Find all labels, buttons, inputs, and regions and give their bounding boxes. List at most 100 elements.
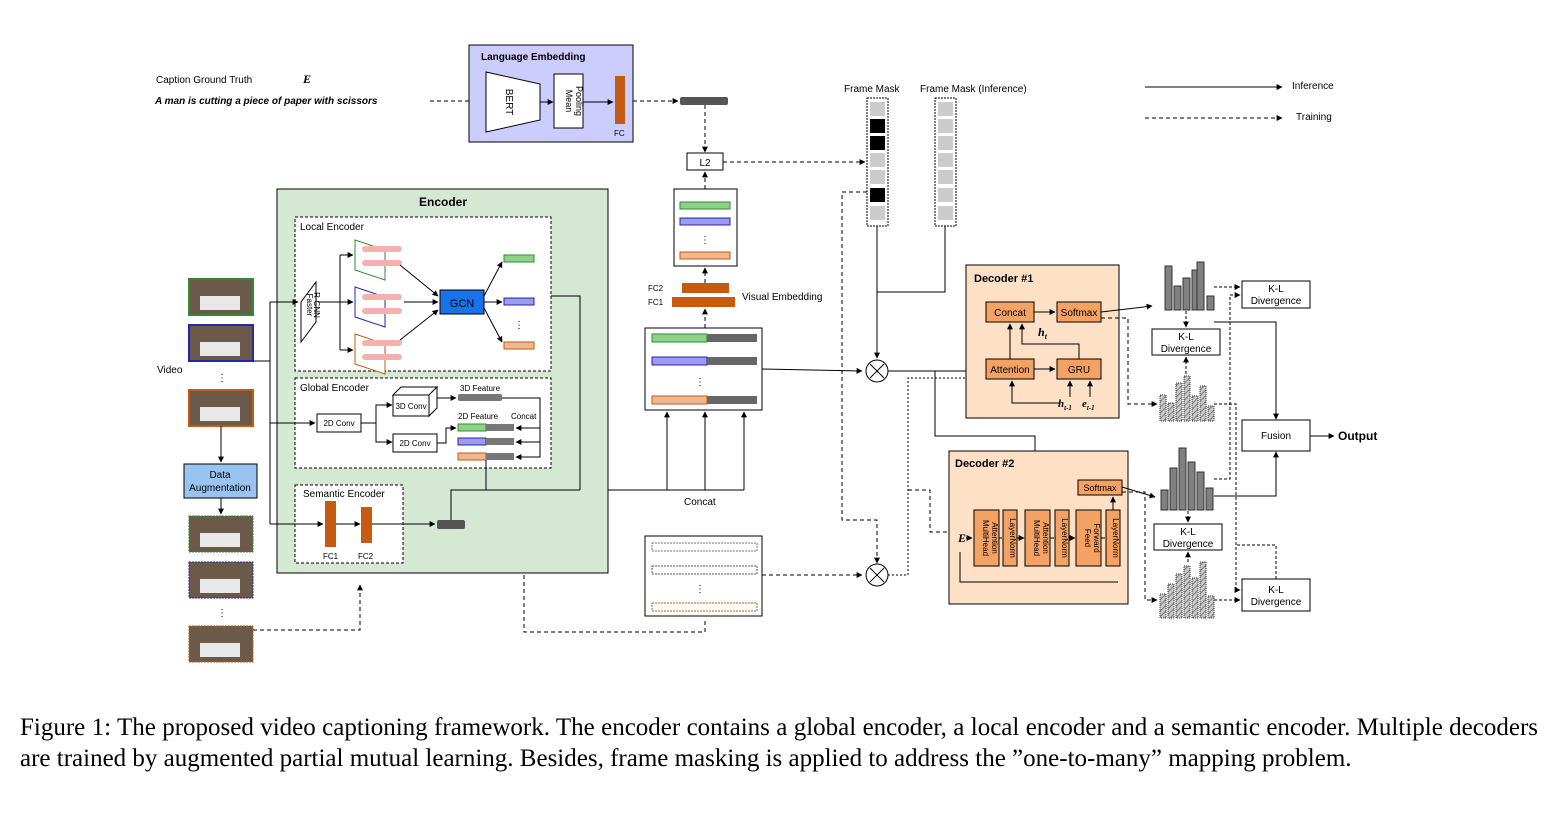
language-fc-label: FC: [614, 129, 625, 138]
fc2-bar: [682, 283, 729, 293]
conv2d-label-a: 2D Conv: [323, 419, 354, 428]
svg-text:K-L: K-L: [1178, 332, 1194, 343]
feature2d-label: 2D Feature: [458, 412, 499, 421]
decoder2-blocks: MultiHead Attention LayerNorm MultiHead …: [973, 509, 1121, 567]
svg-text:⋮: ⋮: [514, 320, 524, 331]
kl-divergence-box-3: [1153, 523, 1223, 551]
svg-text:Attention: Attention: [1041, 522, 1050, 554]
concat-label: Concat: [684, 497, 716, 508]
semantic-fc2-bar: [361, 507, 372, 543]
faster-rcnn-label-2: R-CNN: [312, 292, 321, 318]
feature3d-label: 3D Feature: [460, 384, 501, 393]
svg-text:Divergence: Divergence: [1251, 597, 1302, 608]
feature3d-bar: [458, 394, 502, 401]
local-feature-green: [503, 254, 535, 263]
language-fc-bar: [615, 76, 625, 124]
svg-text:LayerNorm: LayerNorm: [1060, 518, 1069, 558]
language-embedding-title: Language Embedding: [481, 52, 585, 63]
svg-text:Divergence: Divergence: [1161, 344, 1212, 355]
decoder1-softmax-label: Softmax: [1061, 308, 1098, 319]
kl-divergence-box-1: [1241, 280, 1311, 309]
bert-label: BERT: [503, 89, 514, 116]
data-augmentation-label-2: Augmentation: [189, 483, 251, 494]
mean-pooling-label-2: Pooling: [574, 86, 584, 116]
local-feature-blue: [503, 297, 535, 306]
multiply-node-training: [865, 563, 889, 587]
svg-text:LayerNorm: LayerNorm: [1008, 518, 1017, 558]
svg-text:K-L: K-L: [1268, 585, 1284, 596]
frame-mask-train: [866, 97, 889, 227]
decoder1-h-prev: ht-1: [1058, 398, 1072, 412]
distribution-decoder1-training: [1159, 375, 1215, 422]
decoder2-ff-box: [1075, 509, 1102, 567]
fusion-box: [1241, 419, 1311, 452]
video-frames: ⋮: [188, 278, 254, 427]
language-embedding-block: Language Embedding BERT Mean Pooling FC: [468, 44, 679, 143]
distribution-decoder1-inference: [1164, 261, 1215, 311]
decoder2-softmax-label: Softmax: [1083, 483, 1117, 493]
framework-diagram: Inference Training Caption Ground Truth …: [154, 44, 1377, 663]
global-encoder-title: Global Encoder: [300, 383, 370, 394]
frame-mask-inference: [934, 97, 957, 227]
distribution-decoder2-training: [1159, 561, 1215, 619]
semantic-encoder-title: Semantic Encoder: [303, 489, 385, 500]
legend: Inference Training: [1145, 81, 1334, 123]
fusion-label: Fusion: [1261, 431, 1291, 442]
gcn-label: GCN: [450, 298, 475, 310]
decoder1-box: [965, 264, 1120, 419]
mean-pooling-box: [553, 73, 584, 129]
conv3d-cube: [391, 385, 439, 418]
caption-text: A man is cutting a piece of paper with s…: [154, 96, 378, 107]
frame-mask-label: Frame Mask: [844, 84, 901, 95]
svg-text:Attention: Attention: [990, 522, 999, 554]
language-embedding-vector: [680, 97, 728, 105]
svg-text:⋮: ⋮: [695, 377, 705, 388]
multiply-node-inference: [865, 359, 889, 383]
graph-node-blue: [354, 286, 402, 328]
decoder1-e-prev: et-1: [1082, 398, 1095, 412]
encoder-title: Encoder: [419, 195, 467, 209]
kl-divergence-box-2: [1151, 328, 1221, 356]
svg-text:LayerNorm: LayerNorm: [1111, 518, 1120, 558]
concat-small-label: Concat: [511, 412, 537, 421]
data-augmentation-label-1: Data: [209, 470, 231, 481]
local-encoder-title: Local Encoder: [300, 222, 365, 233]
data-augmentation-box: [183, 463, 258, 499]
semantic-fc1-label: FC1: [323, 552, 339, 561]
decoder1-ht: ht: [1038, 325, 1048, 341]
output-label: Output: [1338, 429, 1377, 443]
decoder1-gru-label: GRU: [1068, 365, 1090, 376]
caption-input: Caption Ground Truth E A man is cutting …: [154, 72, 483, 107]
svg-text:⋮: ⋮: [700, 235, 710, 246]
graph-node-green: [354, 239, 402, 281]
visual-embedding-label: Visual Embedding: [742, 292, 822, 303]
svg-text:MultiHead: MultiHead: [981, 520, 990, 556]
legend-training-label: Training: [1296, 112, 1332, 123]
augmented-frames: ⋮: [188, 515, 254, 663]
semantic-fc1-bar: [325, 501, 336, 547]
decoder1-title: Decoder #1: [974, 273, 1033, 285]
bert-trapezoid: [485, 71, 541, 133]
svg-text:Divergence: Divergence: [1163, 539, 1214, 550]
faster-rcnn-label-1: Faster: [305, 294, 314, 317]
decoder2-mha1-box: [973, 509, 1000, 567]
svg-text:⋮: ⋮: [695, 584, 705, 595]
frame-mask-inference-label: Frame Mask (Inference): [920, 84, 1027, 95]
svg-text:Feed: Feed: [1083, 529, 1092, 547]
distribution-decoder2-inference: [1160, 447, 1214, 511]
caption-gt-symbol: E: [302, 72, 311, 86]
faster-rcnn-trapezoid: [300, 280, 317, 344]
fc1-label: FC1: [648, 298, 664, 307]
svg-text:K-L: K-L: [1180, 527, 1196, 538]
video-label: Video: [157, 365, 183, 376]
local-feature-orange: [503, 341, 535, 350]
svg-text:Forward: Forward: [1092, 523, 1101, 552]
svg-text:⋮: ⋮: [217, 373, 227, 384]
conv2d-label-b: 2D Conv: [399, 439, 430, 448]
figure-caption: Figure 1: The proposed video captioning …: [20, 714, 1538, 772]
graph-node-orange: [354, 333, 402, 375]
conv3d-label: 3D Conv: [395, 402, 426, 411]
mean-pooling-label-1: Mean: [564, 90, 574, 113]
svg-text:Divergence: Divergence: [1251, 296, 1302, 307]
svg-text:⋮: ⋮: [217, 608, 227, 619]
